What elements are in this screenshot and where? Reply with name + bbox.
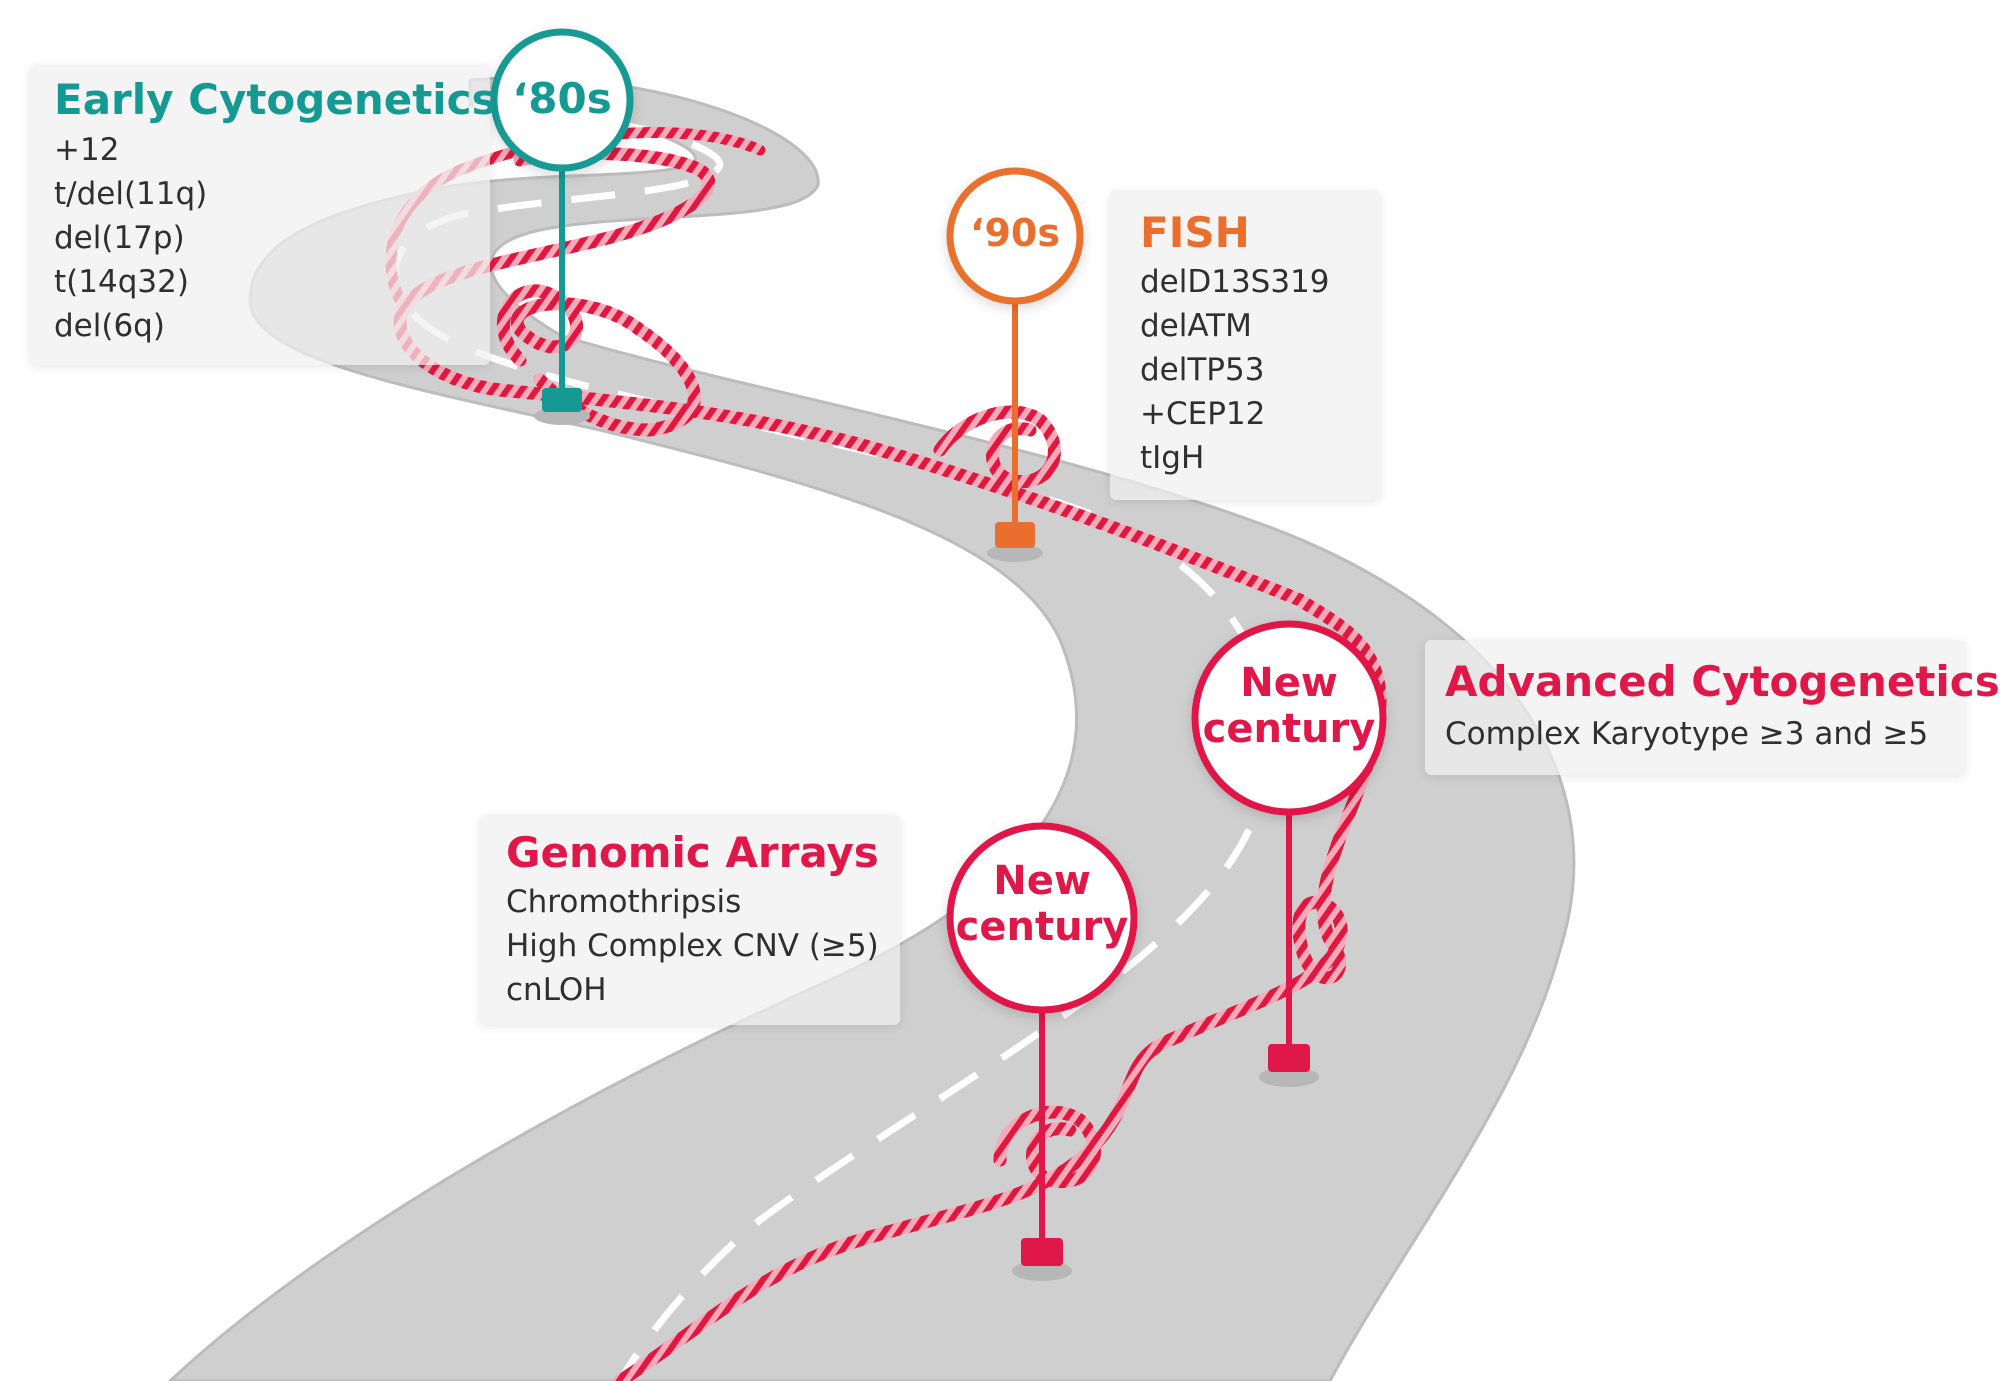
- list-advanced-cytogenetics: Complex Karyotype ≥3 and ≥5: [1445, 712, 1928, 756]
- card-early-cytogenetics: [30, 65, 490, 365]
- list-item: t/del(11q): [54, 176, 208, 212]
- title-advanced-cytogenetics: Advanced Cytogenetics: [1445, 657, 2000, 706]
- card-advanced-cytogenetics: [1425, 640, 1965, 775]
- list-item: del(17p): [54, 220, 185, 256]
- title-genomic-arrays: Genomic Arrays: [506, 828, 879, 877]
- list-item: cnLOH: [506, 972, 607, 1008]
- card-genomic-arrays: [480, 815, 900, 1025]
- pin-nineties: [946, 167, 1084, 562]
- list-item: delTP53: [1140, 352, 1265, 388]
- list-item: +12: [54, 132, 120, 168]
- pin-label-eighties: ‘80s: [512, 74, 612, 123]
- list-early-cytogenetics: +12 t/del(11q) del(17p) t(14q32) del(6q): [54, 128, 207, 348]
- title-fish: FISH: [1140, 208, 1250, 257]
- pin-head: [946, 167, 1084, 305]
- list-item: tIgH: [1140, 440, 1205, 476]
- dna-strand-loop-nineties: [933, 405, 1061, 488]
- list-genomic-arrays: Chromothripsis High Complex CNV (≥5) cnL…: [506, 880, 879, 1012]
- list-fish: delD13S319 delATM delTP53 +CEP12 tIgH: [1140, 260, 1330, 480]
- list-item: delD13S319: [1140, 264, 1330, 300]
- pin-head: [946, 822, 1138, 1014]
- list-item: +CEP12: [1140, 396, 1266, 432]
- dna-strand-loop-arrays: [993, 1105, 1101, 1188]
- pin-advanced: [1191, 620, 1387, 1087]
- list-item: del(6q): [54, 308, 165, 344]
- list-item: Chromothripsis: [506, 884, 742, 920]
- pin-base: [542, 388, 582, 412]
- pin-head: [1191, 620, 1387, 816]
- pin-base: [995, 522, 1035, 548]
- pin-base-shadow: [987, 544, 1043, 562]
- pin-label-nineties: ‘90s: [970, 211, 1060, 255]
- dna-strand-loop-top: [496, 284, 701, 437]
- pin-base: [1268, 1044, 1310, 1072]
- list-item: High Complex CNV (≥5): [506, 928, 879, 964]
- list-item: t(14q32): [54, 264, 189, 300]
- list-item: delATM: [1140, 308, 1252, 344]
- title-early-cytogenetics: Early Cytogenetics: [54, 75, 497, 124]
- pin-eighties: [490, 28, 634, 425]
- pin-head: [490, 28, 634, 172]
- pin-label-arrays: New century: [955, 858, 1129, 950]
- list-item: Complex Karyotype ≥3 and ≥5: [1445, 716, 1929, 752]
- pin-arrays: [946, 822, 1138, 1281]
- pin-label-advanced: New century: [1202, 660, 1376, 752]
- pin-base: [1021, 1238, 1063, 1266]
- card-fish: [1110, 190, 1380, 500]
